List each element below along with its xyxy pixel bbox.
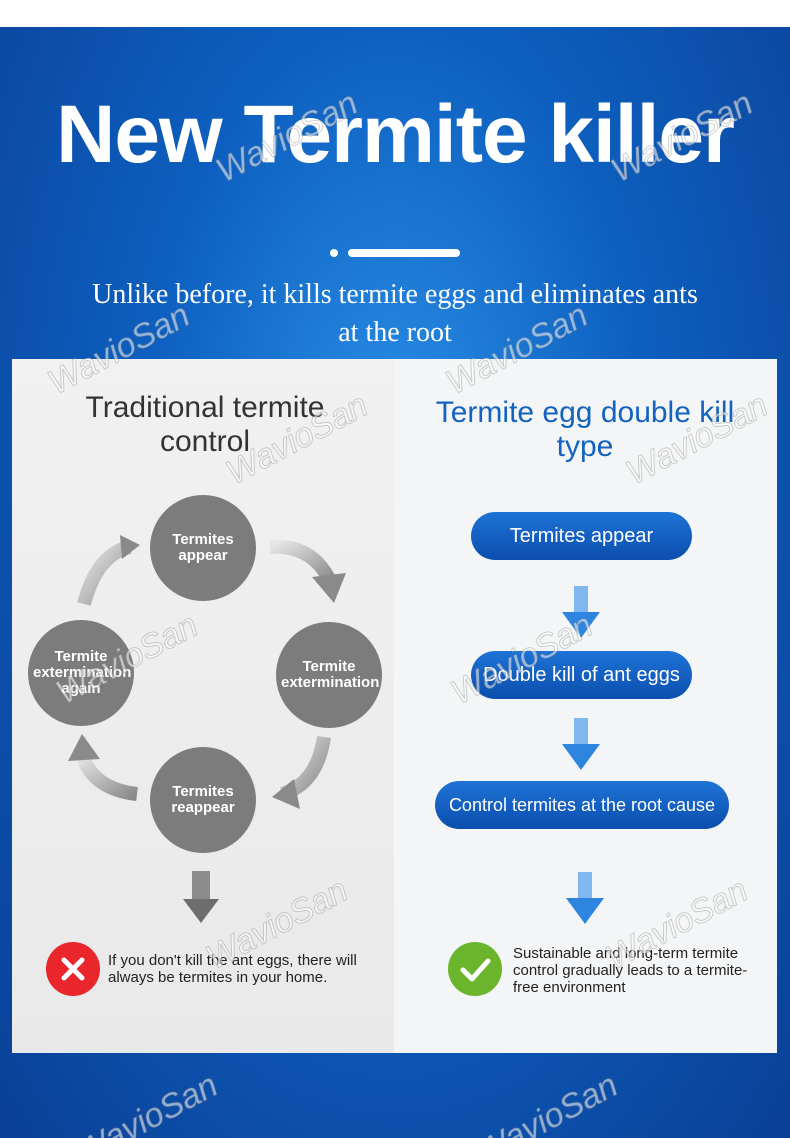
double-kill-panel (394, 359, 777, 1053)
cycle-arrow-top-right-head (312, 573, 346, 603)
cycle-arrow-top-left-head (120, 535, 140, 559)
cycle-arrow-bottom-right-head (272, 779, 300, 809)
cycle-step-termite-extermination: Termite extermination (276, 622, 382, 728)
cycle-step-label: Termite extermination again (33, 648, 132, 697)
check-icon (448, 942, 502, 996)
cycle-step-label: Termite extermination (281, 658, 380, 691)
double-kill-success-note: Sustainable and long-term termite contro… (513, 945, 748, 996)
double-kill-panel-title: Termite egg double kill type (435, 396, 735, 463)
top-band (0, 0, 790, 27)
cycle-arrow-top-right (269, 539, 337, 585)
watermark: WavioSan (69, 1066, 225, 1138)
step-double-kill-eggs: Double kill of ant eggs (471, 651, 692, 699)
cycle-step-extermination-again: Termite extermination again (28, 620, 134, 726)
down-arrow-head (183, 899, 219, 923)
cycle-step-label: Termites appear (172, 531, 234, 564)
watermark: WavioSan (469, 1066, 625, 1138)
x-icon (46, 942, 100, 996)
cycle-step-termites-appear: Termites appear (150, 495, 256, 601)
step-down-arrow-3 (566, 872, 604, 924)
down-arrow-shaft (192, 871, 210, 901)
page-title: New Termite killer (56, 89, 735, 180)
step-termites-appear: Termites appear (471, 512, 692, 560)
cycle-step-termites-reappear: Termites reappear (150, 747, 256, 853)
cycle-arrows (68, 535, 346, 923)
step-control-root-cause: Control termites at the root cause (435, 781, 729, 829)
cycle-arrow-bottom-left-head (68, 734, 100, 761)
page-subtitle: Unlike before, it kills termite eggs and… (92, 279, 698, 348)
step-down-arrow-2 (562, 718, 600, 770)
cycle-step-label: Termites reappear (171, 783, 235, 816)
divider-bar (348, 249, 460, 257)
divider-dot (330, 249, 338, 257)
cycle-arrow-bottom-left (75, 751, 138, 801)
traditional-warning-note: If you don't kill the ant eggs, there wi… (108, 952, 357, 986)
traditional-panel-title: Traditional termite control (85, 391, 325, 458)
step-down-arrow-1 (562, 586, 600, 638)
